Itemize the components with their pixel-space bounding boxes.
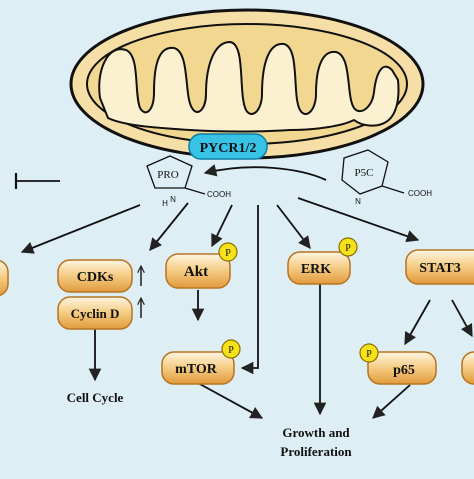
node-cyclin-d: Cyclin D xyxy=(57,296,133,330)
conversion-arrow xyxy=(203,164,327,181)
mitochondrion xyxy=(69,8,425,160)
pathway-arrows xyxy=(20,197,473,419)
p5c-n: N xyxy=(355,197,361,206)
node-stat3: STAT3 xyxy=(405,249,474,285)
akt-phospho: P xyxy=(225,248,231,259)
cdks-label: CDKs xyxy=(77,270,114,285)
p5c-cooh: COOH xyxy=(408,189,432,198)
cyclin-d-label: Cyclin D xyxy=(71,306,120,321)
arrow-to-mtor xyxy=(240,205,259,375)
proline-n: N xyxy=(170,195,176,204)
arrow-to-akt xyxy=(211,204,233,248)
arrow-p65-growth xyxy=(372,384,411,419)
mtor-label: mTOR xyxy=(175,362,218,377)
cristae xyxy=(98,40,400,133)
enzyme-pycr: PYCR1/2 xyxy=(188,133,268,160)
p5c-molecule: P5C N COOH xyxy=(341,149,432,206)
node-erk: ERK P xyxy=(287,237,358,285)
erk-phospho: P xyxy=(345,243,351,254)
inhibition-line xyxy=(14,173,60,189)
arrow-to-stat3 xyxy=(297,197,420,243)
proline-h: H xyxy=(162,199,168,208)
stat3-label: STAT3 xyxy=(419,261,461,276)
node-cdks: CDKs xyxy=(57,259,133,293)
proline-cooh: COOH xyxy=(207,190,231,199)
p65-phospho: P xyxy=(366,349,372,360)
arrow-to-erk xyxy=(276,204,311,249)
enzyme-label: PYCR1/2 xyxy=(200,141,257,156)
proline-molecule: PRO N H COOH xyxy=(146,155,231,208)
node-p65: p65 P xyxy=(359,343,437,385)
cell-cycle-label: Cell Cycle xyxy=(67,390,124,405)
arrow-stat3-p65 xyxy=(404,299,431,346)
left-partial-node xyxy=(0,259,9,297)
node-akt: Akt P xyxy=(165,242,238,289)
arrow-mtor-growth xyxy=(197,382,264,419)
node-mtor: mTOR P xyxy=(161,339,241,385)
proline-label: PRO xyxy=(157,169,178,181)
mtor-phospho: P xyxy=(228,345,234,356)
erk-label: ERK xyxy=(301,262,331,277)
right-partial-node xyxy=(461,351,474,385)
growth-label-line1: Growth and xyxy=(282,425,350,440)
p5c-label: P5C xyxy=(355,167,374,179)
growth-label-line2: Proliferation xyxy=(280,444,352,459)
p65-label: p65 xyxy=(393,363,415,378)
akt-label: Akt xyxy=(184,264,208,280)
arrow-to-left xyxy=(20,204,141,254)
arrow-stat3-right xyxy=(451,299,473,338)
arrow-to-cdks xyxy=(149,202,189,251)
